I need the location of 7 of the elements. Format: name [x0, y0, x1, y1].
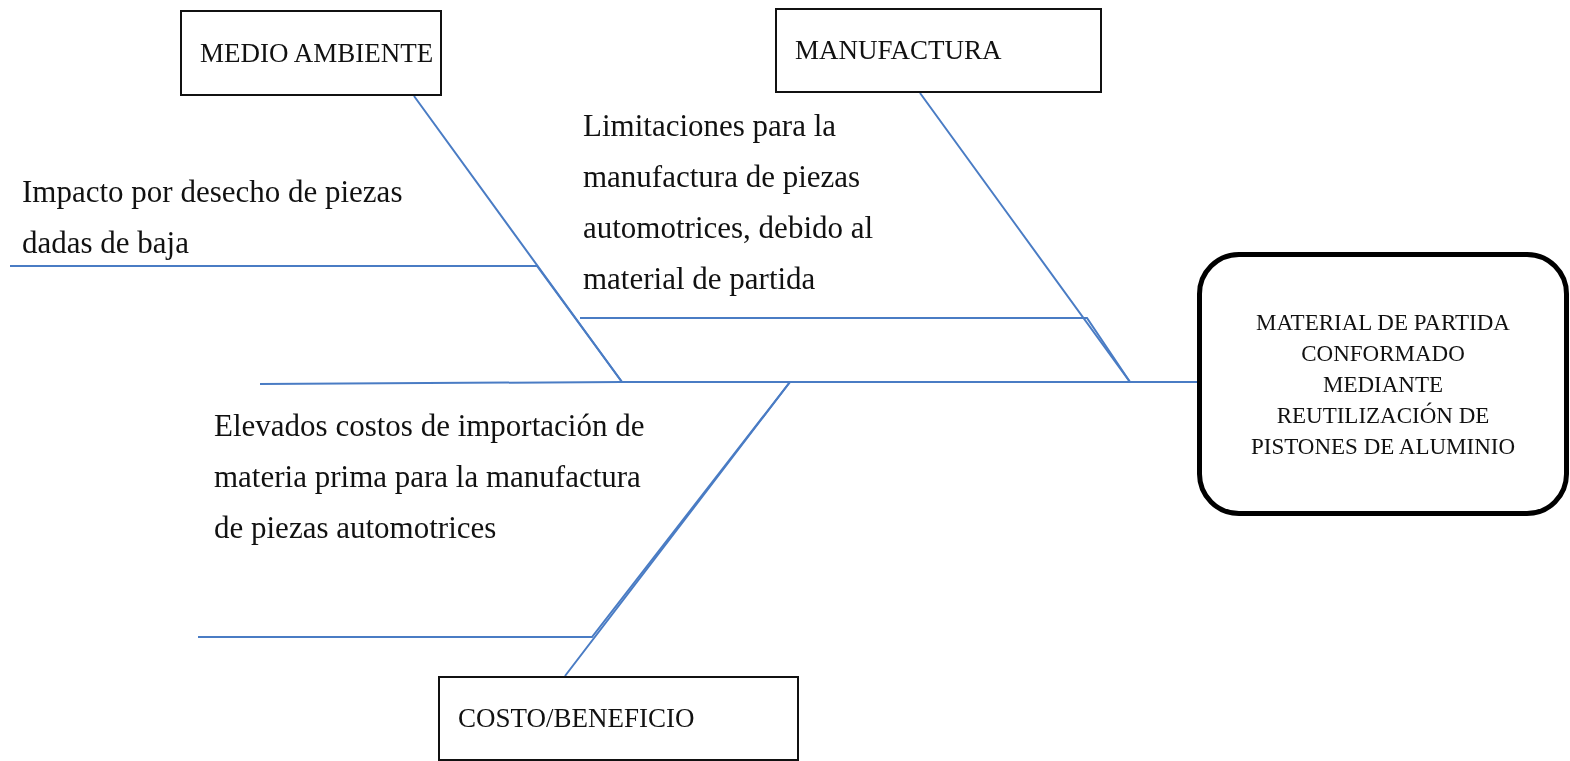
cause-text: Limitaciones para la manufactura de piezas automotrices, debido al material de partida [583, 100, 953, 305]
category-box: COSTO/BENEFICIO [438, 676, 799, 761]
effect-box: MATERIAL DE PARTIDA CONFORMADO MEDIANTE REUTILIZACIÓN DE PISTONES DE ALUMINIO [1197, 252, 1569, 516]
cause-text: Impacto por desecho de piezas dadas de baja [22, 166, 452, 264]
category-box: MANUFACTURA [775, 8, 1102, 93]
category-box: MEDIO AMBIENTE [180, 10, 442, 96]
cause-text: Elevados costos de importación de materia prima para la manufactura de piezas automotrices [214, 400, 646, 605]
